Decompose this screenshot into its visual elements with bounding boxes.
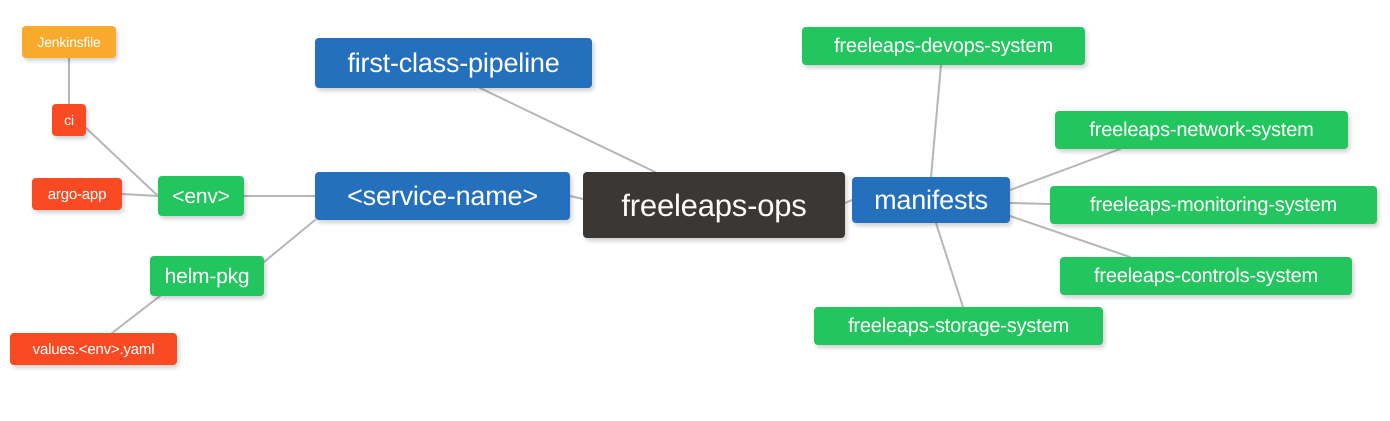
node-controls-system[interactable]: freeleaps-controls-system: [1060, 257, 1352, 295]
node-freeleaps-ops[interactable]: freeleaps-ops: [583, 172, 845, 238]
node-values-yaml[interactable]: values.<env>.yaml: [10, 333, 177, 365]
node-devops-system[interactable]: freeleaps-devops-system: [802, 27, 1085, 65]
edge-helm-pkg-to-values-yaml: [111, 295, 161, 334]
node-helm-pkg[interactable]: helm-pkg: [150, 256, 264, 296]
edge-service-name-to-helm-pkg: [263, 219, 316, 263]
edge-manifests-to-network-system: [1009, 148, 1121, 191]
node-jenkinsfile[interactable]: Jenkinsfile: [22, 26, 116, 58]
node-monitoring-system[interactable]: freeleaps-monitoring-system: [1050, 186, 1377, 224]
node-storage-system[interactable]: freeleaps-storage-system: [814, 307, 1103, 345]
edge-argo-app-to-env: [121, 193, 159, 197]
node-manifests[interactable]: manifests: [852, 177, 1010, 223]
node-argo-app[interactable]: argo-app: [32, 178, 122, 210]
edge-freeleaps-ops-to-manifests: [844, 199, 853, 204]
node-first-class-pipeline[interactable]: first-class-pipeline: [315, 38, 592, 88]
node-network-system[interactable]: freeleaps-network-system: [1055, 111, 1348, 149]
edge-service-name-to-freeleaps-ops: [569, 195, 584, 200]
node-env[interactable]: <env>: [158, 176, 244, 216]
node-service-name[interactable]: <service-name>: [315, 172, 570, 220]
node-ci[interactable]: ci: [52, 104, 86, 136]
edge-manifests-to-devops-system: [930, 64, 942, 178]
edge-manifests-to-storage-system: [935, 222, 964, 308]
edge-first-class-pipeline-to-freeleaps-ops: [479, 87, 656, 173]
edge-manifests-to-monitoring-system: [1009, 202, 1051, 205]
